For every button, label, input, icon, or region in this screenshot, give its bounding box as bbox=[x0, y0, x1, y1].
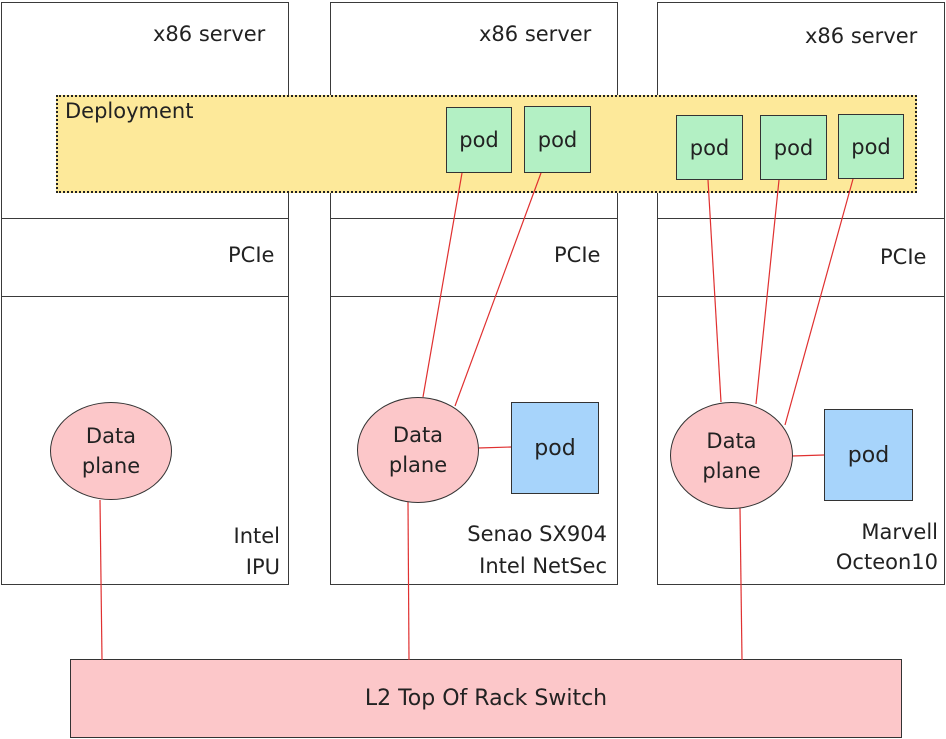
link-dp3-bluepod bbox=[791, 454, 825, 457]
pod-server3-a: pod bbox=[676, 115, 743, 180]
server-2-title: x86 server bbox=[479, 22, 592, 46]
server-3-pcie bbox=[657, 218, 945, 297]
server-3-device-line2: Octeon10 bbox=[835, 550, 938, 574]
link-pod2-dp2 bbox=[454, 172, 542, 407]
pod-server2-a: pod bbox=[446, 107, 512, 173]
link-pod5-dp3 bbox=[784, 178, 854, 426]
server-3-pcie-label: PCIe bbox=[880, 245, 927, 269]
link-dp2-switch bbox=[407, 501, 410, 661]
pod-server2-b: pod bbox=[524, 106, 591, 173]
link-dp1-switch bbox=[99, 499, 103, 661]
link-pod4-dp3 bbox=[755, 179, 780, 405]
server-1-device-line2: IPU bbox=[245, 555, 280, 579]
link-pod3-dp3 bbox=[707, 179, 722, 403]
server-2-pcie-label: PCIe bbox=[554, 243, 601, 267]
deployment-label: Deployment bbox=[65, 99, 194, 123]
server-1-pcie bbox=[1, 218, 289, 297]
server-2-device-line2: Intel NetSec bbox=[479, 554, 607, 578]
pod-server3-device: pod bbox=[824, 409, 913, 501]
pod-server2-device: pod bbox=[511, 402, 599, 494]
server-1-title: x86 server bbox=[153, 22, 266, 46]
tor-switch-label: L2 Top Of Rack Switch bbox=[364, 686, 608, 711]
tor-switch: L2 Top Of Rack Switch bbox=[70, 659, 902, 738]
server-3-title: x86 server bbox=[805, 24, 918, 48]
pod-server3-b: pod bbox=[760, 115, 827, 180]
server-2-device-line1: Senao SX904 bbox=[467, 522, 607, 546]
server-2-pcie bbox=[330, 218, 618, 297]
pod-server3-c: pod bbox=[838, 114, 904, 179]
server-3-device-line1: Marvell bbox=[861, 520, 938, 544]
server-1-pcie-label: PCIe bbox=[228, 243, 275, 267]
link-pod1-dp2 bbox=[422, 172, 463, 398]
link-dp2-bluepod bbox=[477, 446, 512, 449]
server-1-device-line1: Intel bbox=[233, 524, 281, 548]
link-dp3-switch bbox=[739, 507, 743, 661]
